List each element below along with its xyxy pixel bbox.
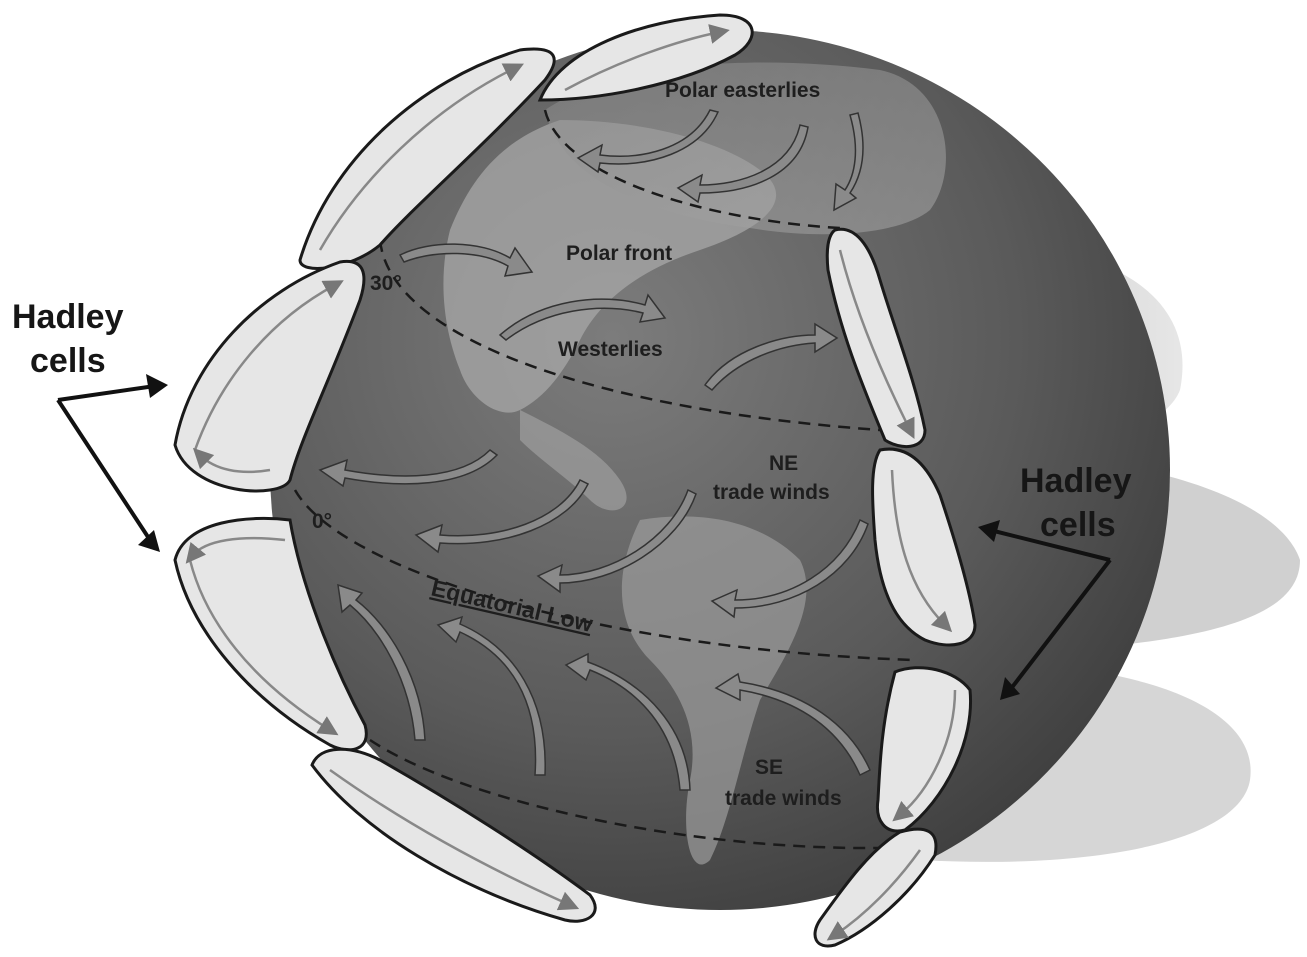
label-polar-front: Polar front: [566, 242, 672, 265]
label-ne-trade-winds-2: trade winds: [713, 481, 830, 504]
label-se-trade-winds-1: SE: [755, 756, 783, 779]
label-se-trade-winds-2: trade winds: [725, 787, 842, 810]
label-hadley-left-2: cells: [30, 342, 106, 380]
label-lat-0: 0°: [312, 510, 332, 533]
label-hadley-left-1: Hadley: [12, 298, 124, 336]
left-pointer-lower: [58, 400, 150, 540]
label-hadley-right-2: cells: [1040, 506, 1116, 544]
label-hadley-right-1: Hadley: [1020, 462, 1132, 500]
label-lat-30: 30°: [370, 272, 402, 295]
arrowhead: [146, 374, 168, 398]
arrowhead: [138, 530, 160, 552]
label-ne-trade-winds-1: NE: [769, 452, 798, 475]
left-pointer-upper: [58, 386, 155, 400]
label-polar-easterlies: Polar easterlies: [665, 79, 820, 102]
label-westerlies: Westerlies: [558, 338, 663, 361]
